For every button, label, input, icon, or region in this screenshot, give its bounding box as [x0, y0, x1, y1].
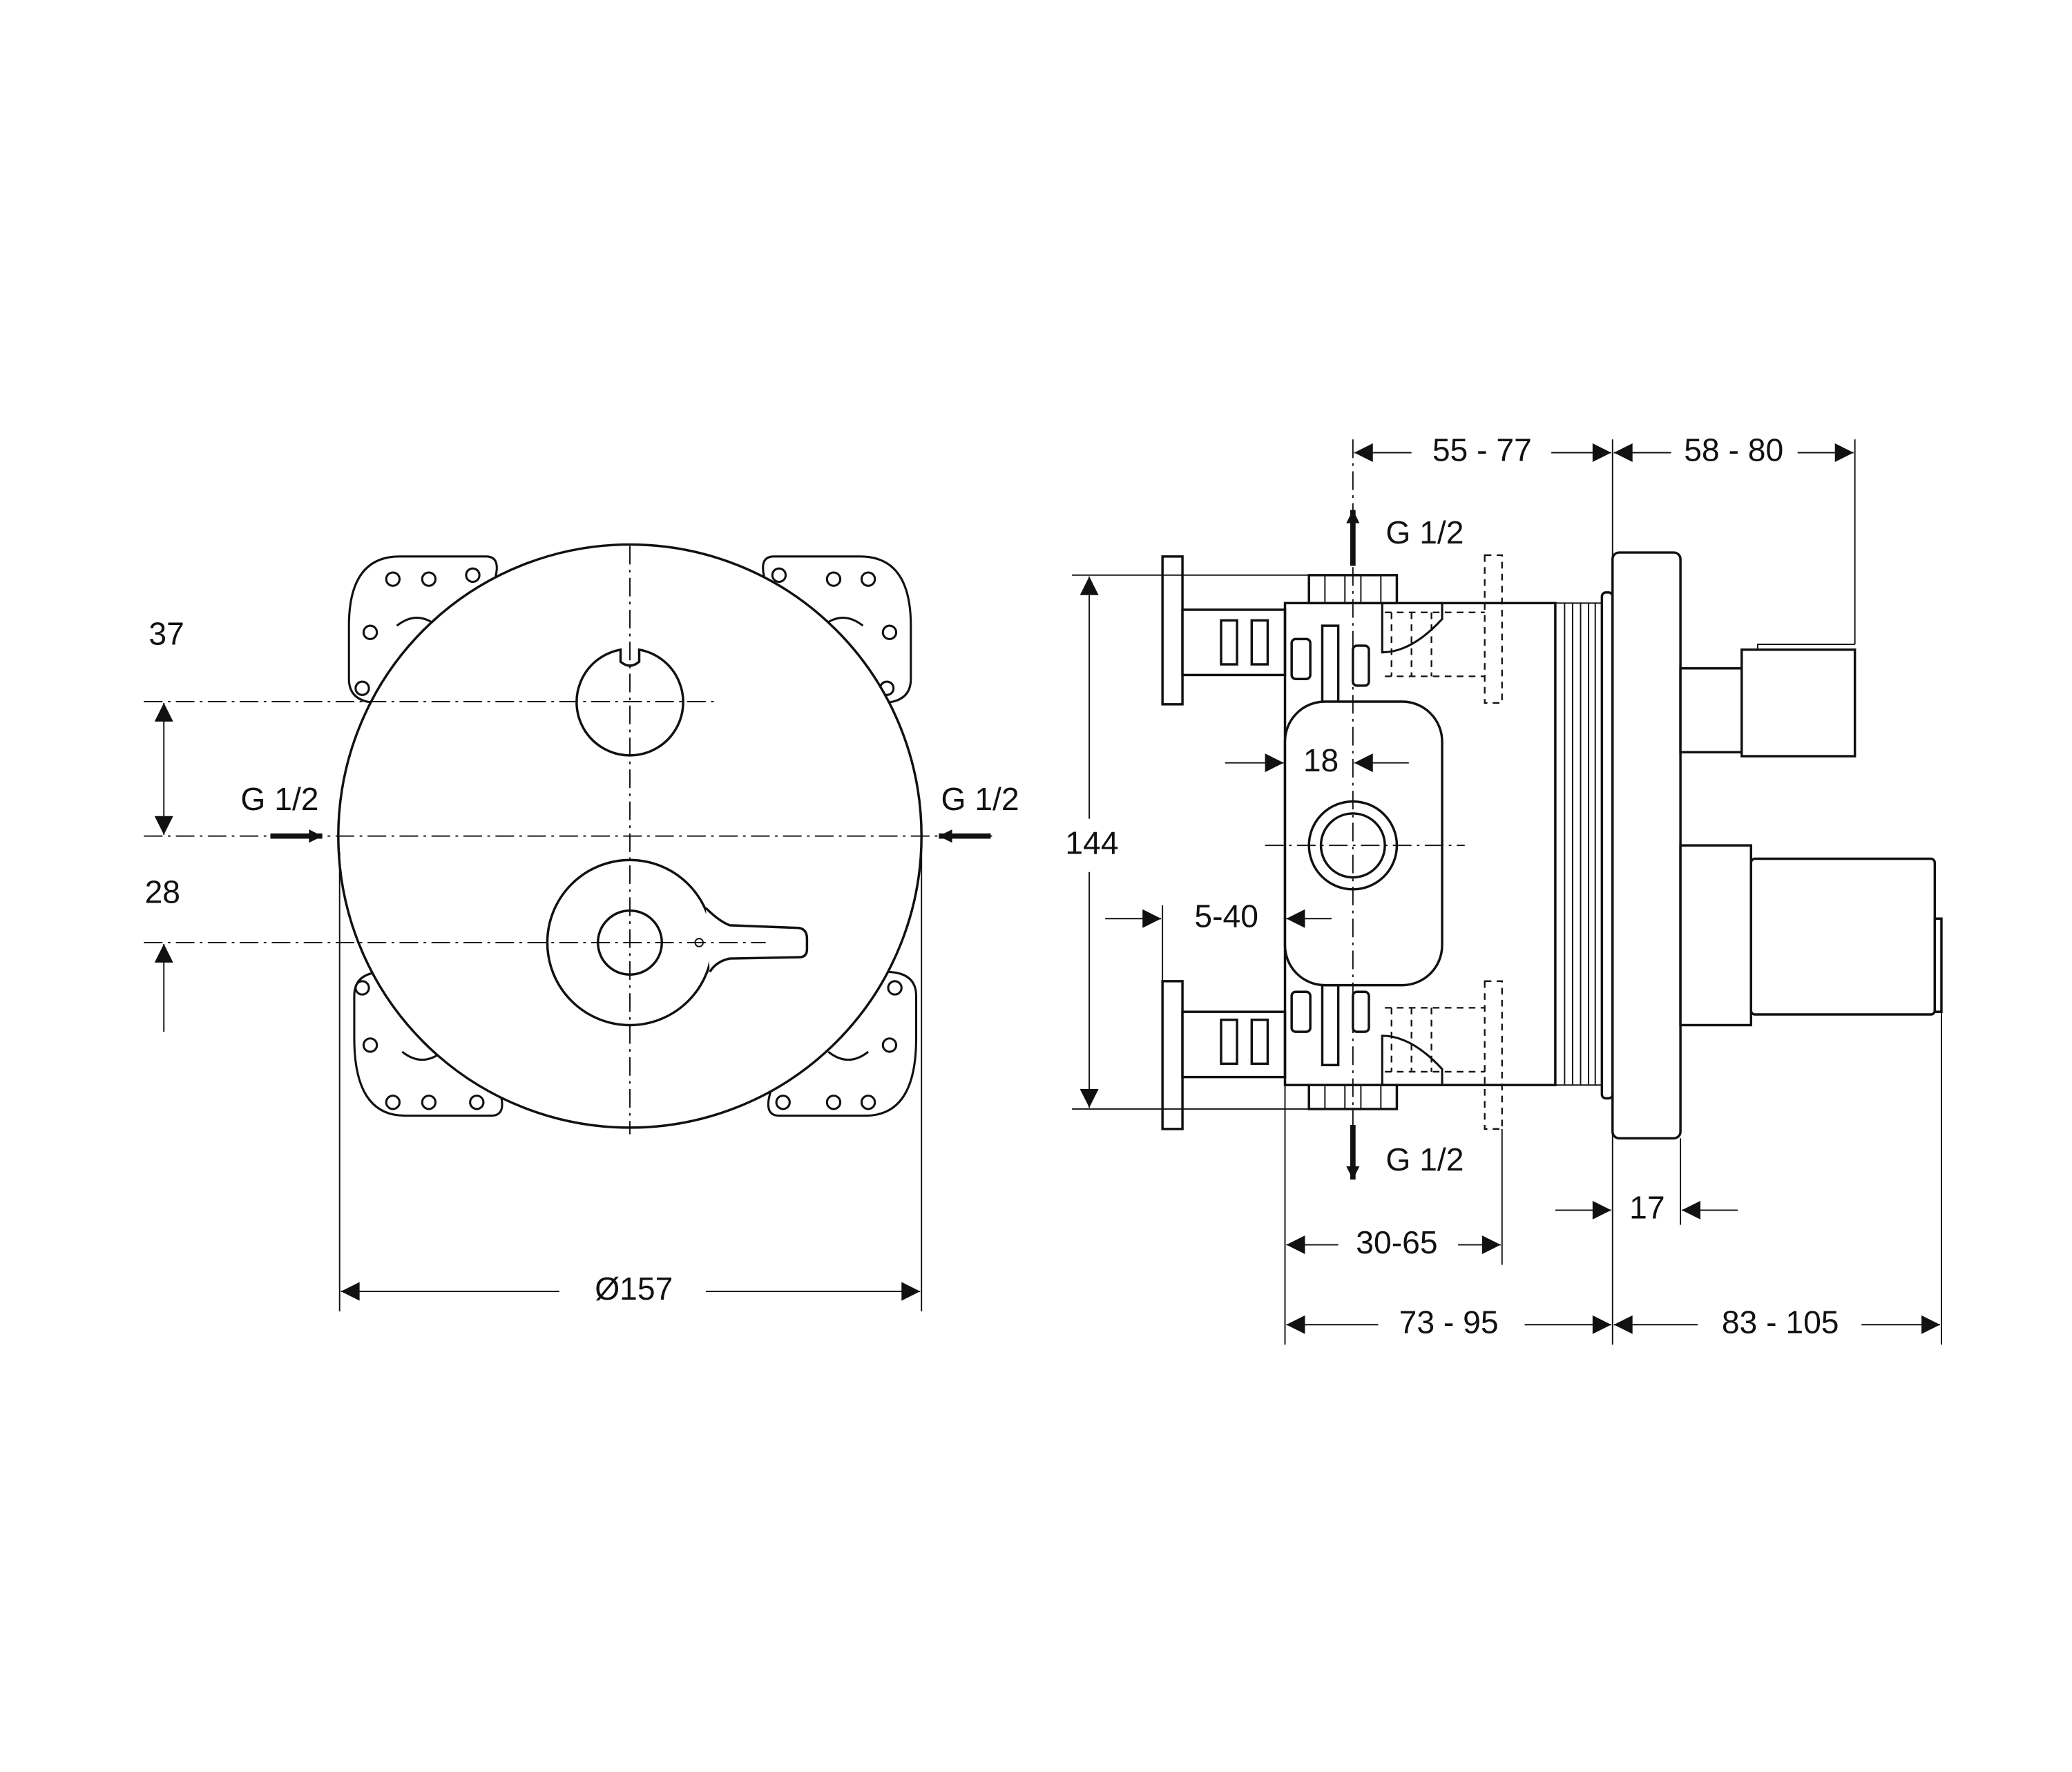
dim-label-55-77: 55 - 77 — [1432, 432, 1532, 468]
thermostat-handle — [1679, 844, 1943, 1027]
diverter-handle — [1679, 644, 1857, 758]
front-view: 37 28 G 1/2 G 1/2 Ø157 — [144, 543, 1019, 1311]
inlet-label-right: G 1/2 — [941, 781, 1019, 817]
pipe-connectors — [1161, 555, 1287, 1130]
dim-label-18: 18 — [1303, 742, 1339, 778]
outlet-label-bottom: G 1/2 — [1385, 1142, 1464, 1177]
dim-label-17: 17 — [1629, 1190, 1665, 1226]
dim-label-30-65: 30-65 — [1356, 1224, 1437, 1260]
threaded-sleeve — [1554, 602, 1603, 1086]
dim-label-diameter: Ø157 — [595, 1271, 673, 1307]
dim-label-73-95: 73 - 95 — [1399, 1304, 1499, 1340]
dim-label-58-80: 58 - 80 — [1684, 432, 1783, 468]
dim-label-28: 28 — [145, 874, 180, 910]
hex-nuts — [1307, 574, 1399, 1110]
side-view: 55 - 77 58 - 80 G 1/2 G 1/2 144 18 5-40 … — [1065, 432, 1943, 1345]
dim-label-144: 144 — [1065, 825, 1118, 860]
dim-label-37: 37 — [148, 616, 184, 652]
mounting-brackets — [347, 555, 918, 1117]
dim-label-5-40: 5-40 — [1194, 898, 1258, 934]
inlet-label-left: G 1/2 — [240, 781, 318, 817]
diverter-knob — [575, 648, 684, 757]
dim-label-83-105: 83 - 105 — [1722, 1304, 1839, 1340]
outlet-label-top: G 1/2 — [1385, 514, 1464, 550]
wall-plate — [1611, 551, 1682, 1140]
